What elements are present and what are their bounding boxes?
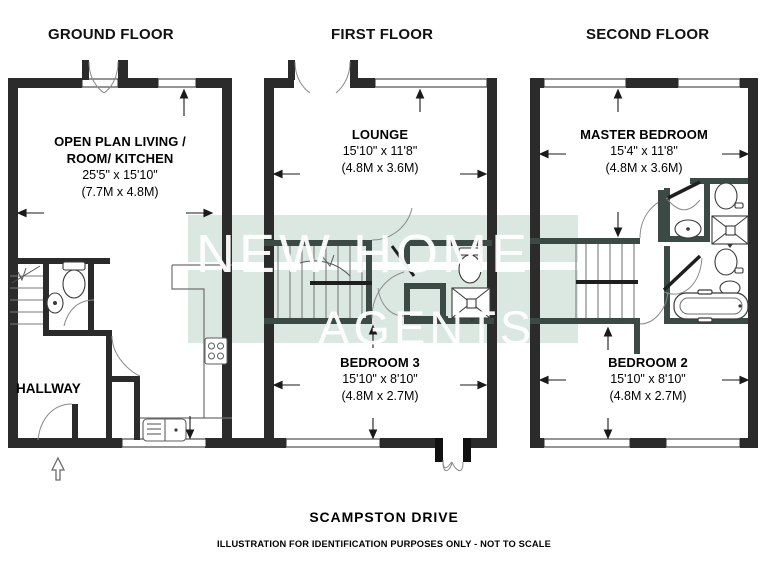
gf-front-door-swing [37,403,73,441]
ff-door-leaf [390,245,416,277]
ff-stair-nosing [310,281,372,285]
ff-lounge-door-swing [371,207,413,241]
gf-toilet-fixture [62,261,86,299]
sf-ensuite-door-swing [667,199,701,211]
ff-window-top [374,78,488,88]
room-dim-metric: (4.8M x 2.7M) [609,388,687,403]
sf-wash-basin-fixture [674,219,702,239]
sf-window-bottom [543,438,741,448]
room-dim-imperial: 15'10" x 8'10" [342,372,418,387]
ff-window-bottom [285,438,381,448]
watermark-line1: NEW HOME [196,224,531,284]
gf-wc-door-swing [63,299,95,327]
room-name-line1: OPEN PLAN LIVING / [54,134,186,149]
sf-bathroom-toilet-fixture [714,248,744,276]
ff-wc-door-swing [377,287,405,317]
watermark-stripe [188,262,578,270]
floor-title-second: SECOND FLOOR [586,26,710,43]
first-floor-plan [264,60,497,472]
room-label-master-bedroom: MASTER BEDROOM 15'4" x 11'8" (4.8M x 3.6… [536,126,752,176]
sf-ensuite-toilet-fixture [714,182,744,210]
gf-stairs [10,265,43,325]
room-label-bedroom-2: BEDROOM 2 15'10" x 8'10" (4.8M x 2.7M) [540,354,756,404]
gf-dimension-arrows [16,88,214,440]
sf-door-jamb-a [658,190,666,242]
room-name-line1: MASTER BEDROOM [580,127,708,142]
street-name: SCAMPSTON DRIVE [309,509,459,525]
room-dim-metric: (4.8M x 3.6M) [341,160,419,175]
sf-bathroom-door-leaf [662,254,702,292]
ff-bedroom3-door-swing [371,271,405,319]
gf-patio-door [82,60,128,94]
gf-wash-basin-fixture [46,292,64,314]
sf-window-top [543,78,741,88]
room-dim-metric: (4.8M x 3.6M) [605,160,683,175]
ff-rear-door [435,438,471,472]
gf-kitchen-worktop [140,264,232,419]
room-name-line1: BEDROOM 2 [608,355,688,370]
room-dim-imperial: 15'4" x 11'8" [610,144,678,159]
second-floor-plan [530,78,758,448]
ff-toilet-fixture [458,247,482,284]
room-label-bedroom-3: BEDROOM 3 15'10" x 8'10" (4.8M x 2.7M) [270,354,490,404]
room-dim-imperial: 15'10" x 8'10" [610,372,686,387]
sf-dimension-arrows [538,88,750,440]
floor-title-ground: GROUND FLOOR [48,26,174,43]
ff-dimension-arrows [272,88,488,440]
room-dim-imperial: 25'5" x 15'10" [82,168,158,183]
ground-floor-plan [8,60,265,481]
watermark-line2: AGENTS [318,301,536,354]
room-dim-metric: (7.7M x 4.8M) [81,184,159,199]
sf-ensuite-shower-fixture [711,215,749,248]
room-label-open-plan-living-kitchen: OPEN PLAN LIVING / ROOM/ KITCHEN 25'5" x… [10,133,230,200]
room-dim-metric: (4.8M x 2.7M) [341,388,419,403]
gf-kitchen-sink-fixture [142,418,187,442]
sf-bath-tub-fixture [673,289,749,323]
ff-shower-tray-fixture [451,287,491,322]
gf-lounge-door-swing [111,335,141,377]
sf-ensuite-door-leaf [667,180,701,200]
room-label-hallway: HALLWAY [16,381,81,396]
gf-entrance-arrow [50,456,66,481]
ff-balcony-door [288,60,358,94]
room-dim-imperial: 15'10" x 11'8" [342,144,418,159]
watermark-band [188,215,578,343]
sf-stair-nosing [576,280,638,284]
sf-bathroom-door-swing [663,257,703,295]
gf-hob-fixture [204,337,228,365]
room-label-lounge: LOUNGE 15'10" x 11'8" (4.8M x 3.6M) [270,126,490,176]
room-name-line1: LOUNGE [351,127,409,142]
disclaimer-text: ILLUSTRATION FOR IDENTIFICATION PURPOSES… [217,539,551,549]
floor-title-first: FIRST FLOOR [331,26,434,43]
room-name-line1: BEDROOM 3 [340,355,420,370]
room-name-line2: ROOM/ KITCHEN [66,151,174,167]
gf-window-top [81,78,197,88]
sf-bedroom2-door-swing [639,291,669,325]
gf-internal-walls [8,258,140,444]
